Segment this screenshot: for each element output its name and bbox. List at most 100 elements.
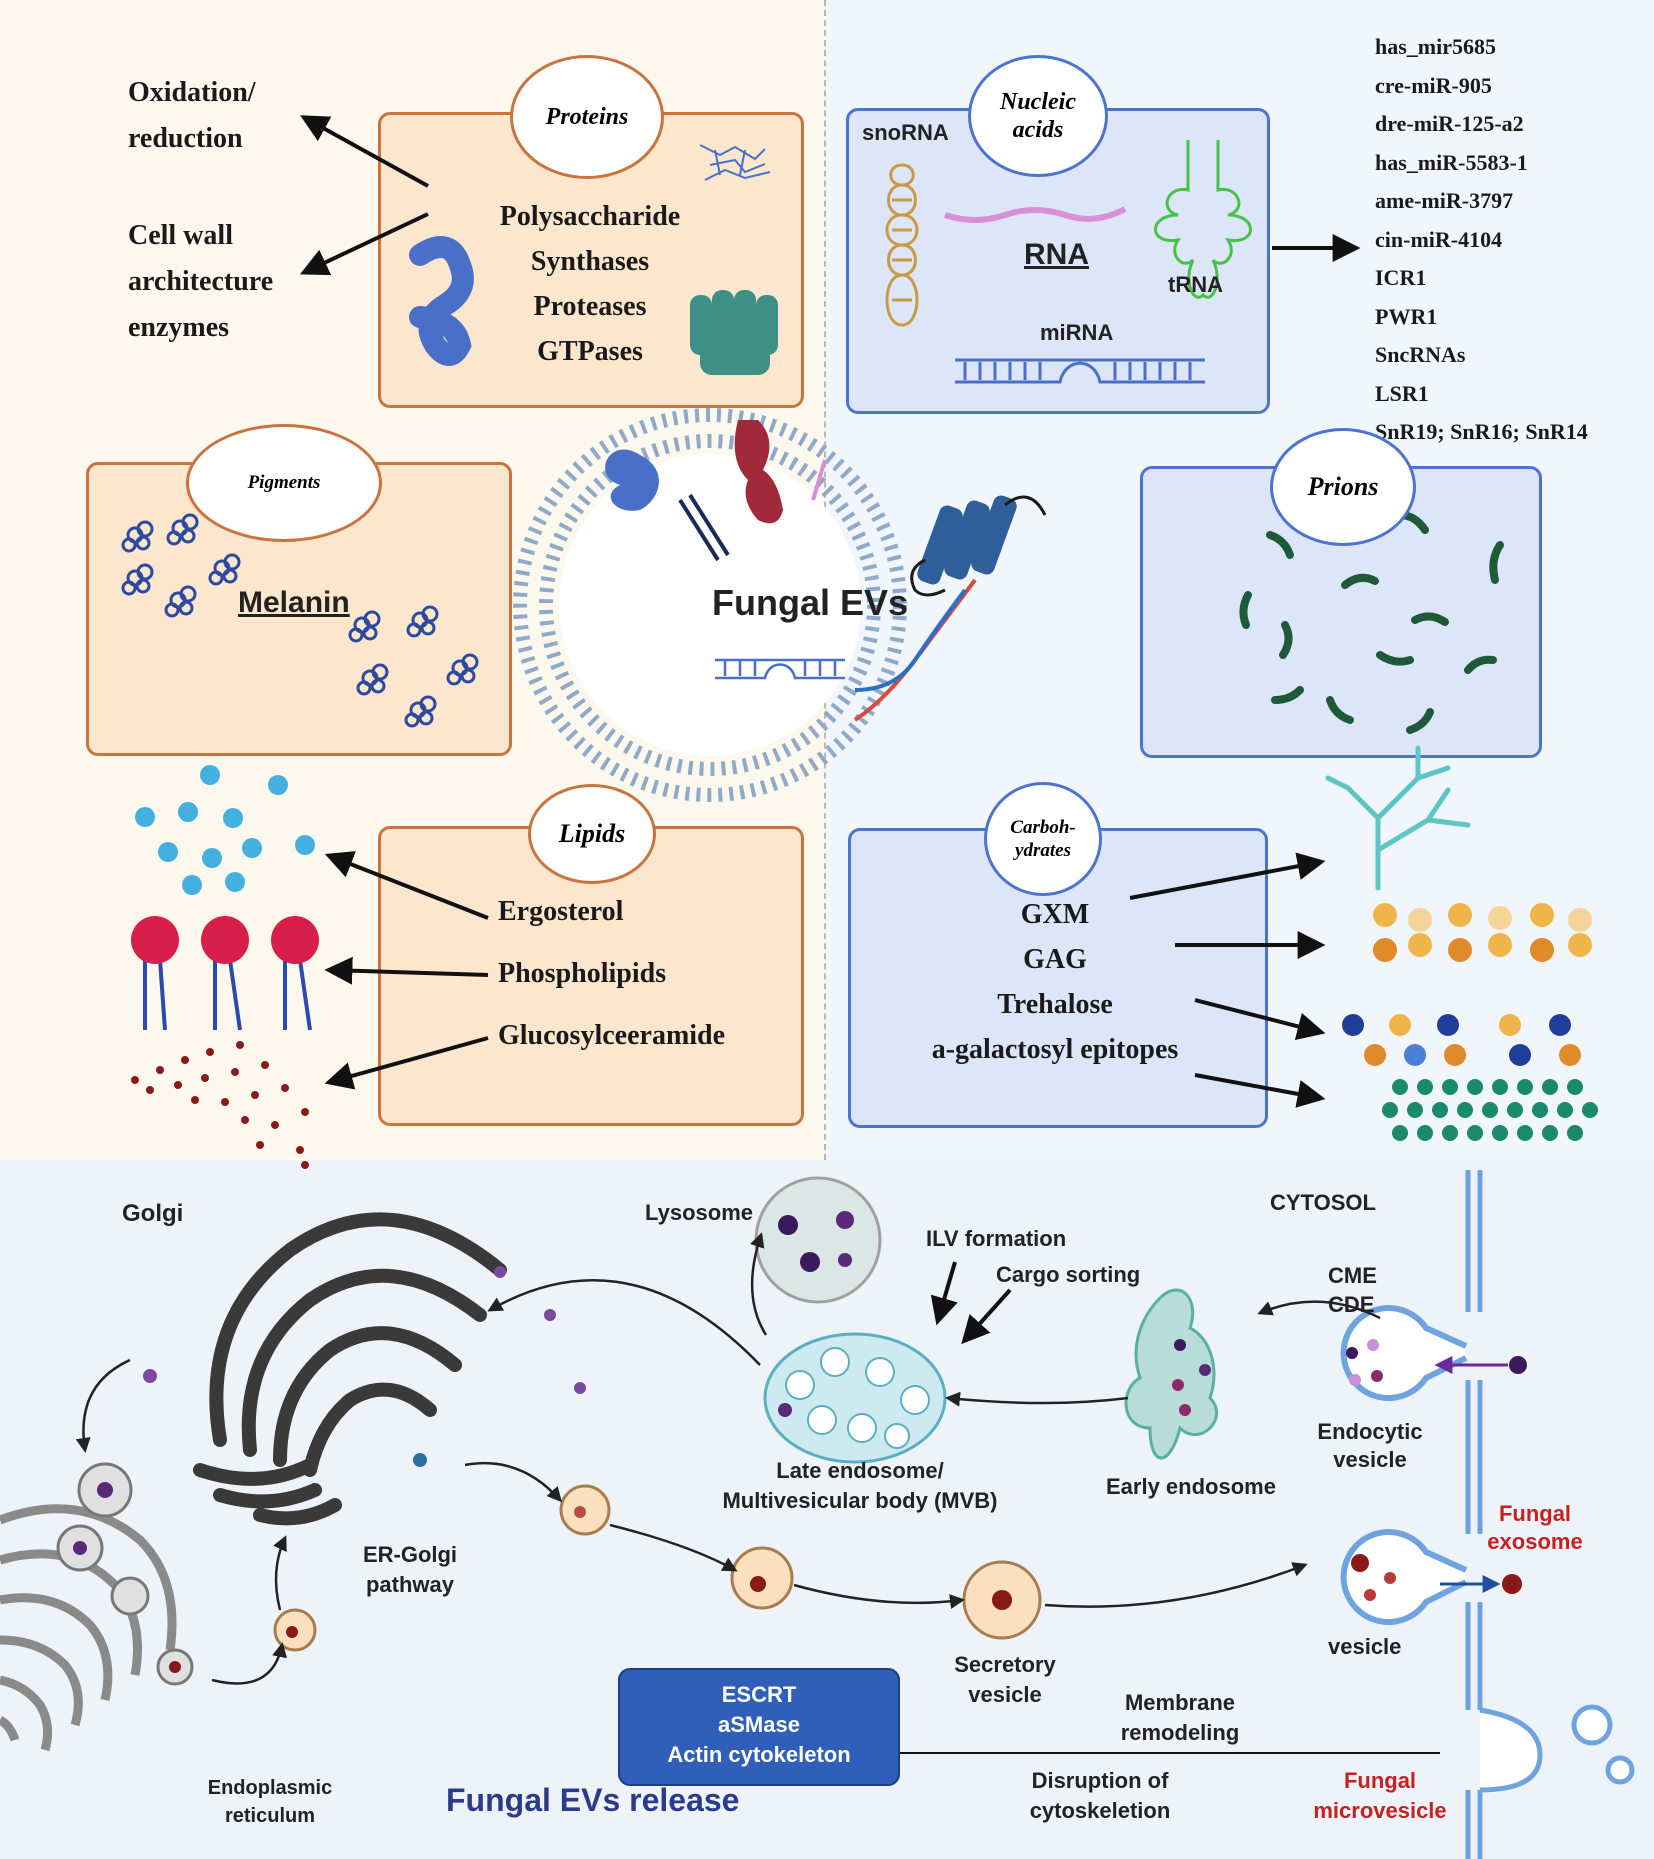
gxm-branch-icon [1325,745,1471,891]
mirna-label: miRNA [1040,320,1114,345]
fungal-exosome-label: Fungal exosome [1487,1501,1583,1554]
rna-strand-icon [944,206,1127,223]
er-transport-vesicles [56,1462,1042,1686]
incoming-cargo [1509,1356,1527,1374]
galactosyl-chains [1382,1079,1598,1141]
fungal-evs-label: Fungal EVs [711,582,909,623]
machinery-item: ESCRT [721,1682,797,1707]
ev-mirna-icon [715,658,845,680]
proteins-items: Polysaccharide Synthases Proteases GTPas… [470,194,710,374]
ev-membrane-proteins [605,420,1047,597]
cargo-sorting-label: Cargo sorting [996,1262,1141,1287]
glucosylceramide-dots [131,1041,309,1169]
lipid-item-glucosylceramide: Glucosylceeramide [498,1020,726,1051]
protein-item: Proteases [533,291,647,322]
machinery-item: aSMase [718,1712,800,1737]
nucleic-acids-title: Nucleic acids [968,55,1108,177]
mirna-list: has_mir5685 cre-miR-905 dre-miR-125-a2 h… [1375,28,1588,452]
protein-item: Polysaccharide [499,201,681,232]
mirna-list-item: ame-miR-3797 [1375,188,1514,213]
arrow-ilv [930,1261,958,1326]
carb-item: Trehalose [997,989,1113,1020]
lipid-item-ergosterol: Ergosterol [498,896,624,927]
arrow-phospholipids [324,956,489,985]
early-endosome-graphic [1124,1288,1218,1460]
lipids-title: Lipids [528,784,656,884]
vesicle-label: vesicle [1328,1634,1402,1659]
carb-item: GXM [1020,899,1090,930]
arrow-gxm [1129,852,1326,900]
mvb-graphic [763,1332,947,1464]
lipids-box [378,826,804,1126]
ev-dna-helix-icon [853,578,977,722]
gag-particles [1373,903,1592,962]
mirna-duplex-icon [955,358,1205,384]
cargo-dots [143,1266,586,1467]
cytosol-label: CYTOSOL [1270,1190,1376,1215]
lysosome-graphic [754,1176,882,1304]
exosome-vesicle-graphic [1340,1529,1468,1625]
late-endosome-label: Late endosome/ Multivesicular body (MVB) [722,1458,998,1513]
mirna-list-item: cre-miR-905 [1375,72,1492,98]
arrow-ergosterol [324,851,489,920]
arrow-glucosylceramide [324,1036,489,1090]
secretory-vesicle-label: Secretory vesicle [954,1652,1056,1707]
fungal-microvesicle-label: Fungal microvesicle [1313,1768,1447,1823]
er-golgi-pathway-label: ER-Golgi pathway [362,1542,458,1597]
golgi-stack-graphic [193,1212,507,1526]
endocytic-vesicle-label: Endocytic vesicle [1317,1419,1423,1472]
lysosome-label: Lysosome [645,1200,754,1225]
endoplasmic-reticulum-label: Endoplasmic reticulum [207,1777,333,1827]
early-endosome-label: Early endosome [1106,1474,1276,1499]
release-machinery-box: ESCRT aSMase Actin cytokeleton [618,1668,900,1786]
mirna-list-item: dre-miR-125-a2 [1375,111,1524,136]
pathway-arrows [75,1232,1381,1685]
trna-label: tRNA [1168,272,1223,297]
membrane-remodeling-label: Membrane remodeling [1120,1690,1240,1745]
golgi-label: Golgi [122,1200,184,1227]
protein-item: Synthases [530,246,650,277]
pigments-title: Pigments [186,424,382,542]
arrow-to-oxidation [300,115,429,188]
melanin-label: Melanin [238,586,350,619]
lipid-item-phospholipids: Phospholipids [498,958,667,989]
ilv-formation-label: ILV formation [926,1226,1067,1251]
mirna-list-item: PWR1 [1375,303,1438,329]
microvesicle-graphic [1479,1704,1635,1793]
released-exosome [1502,1574,1522,1594]
mirna-list-item: has_mir5685 [1375,34,1496,59]
protein-item: GTPases [537,336,643,367]
disruption-label: Disruption of cytoskeletion [1029,1768,1171,1823]
mirna-list-item: ICR1 [1375,265,1427,290]
arrow-cargo-sorting [961,1288,1012,1345]
melanin-particles [121,513,479,728]
cell-wall-label: Cell wall architecture enzymes [128,220,274,343]
machinery-item: Actin cytokeleton [667,1742,851,1767]
prion-fibrils [1239,511,1504,734]
mirna-list-item: SncRNAs [1375,342,1466,367]
arrow-galactosyl [1194,1073,1326,1108]
phospholipid-icons [131,916,319,1031]
mirna-list-item: cin-miR-4104 [1375,226,1503,252]
carb-item: a-galactosyl epitopes [931,1034,1179,1065]
trehalose-particles [1342,1014,1581,1066]
carb-item: GAG [1023,944,1087,975]
carbohydrate-items: GXM GAG Trehalose a-galactosyl epitopes [880,892,1230,1072]
carbohydrates-title: Carboh- ydrates [984,782,1102,896]
endocytic-vesicle-graphic [1340,1305,1468,1401]
ergosterol-dots [135,765,315,895]
plasma-membrane [1465,1170,1483,1859]
mirna-list-item: SnR19; SnR16; SnR14 [1375,419,1588,444]
prions-title: Prions [1270,428,1416,546]
cme-label: CME [1328,1263,1377,1288]
arrow-trehalose [1194,998,1326,1041]
oxidation-reduction-label: Oxidation/ reduction [128,77,256,154]
mirna-list-item: LSR1 [1375,380,1429,406]
protein-green-shape [690,290,778,375]
ev-vesicle-graphic [513,408,907,802]
polysaccharide-mesh-icon [699,144,771,181]
mirna-list-item: has_miR-5583-1 [1375,149,1528,175]
snorna-hairpin-icon [885,163,919,327]
arrow-to-cell-wall [299,212,429,276]
